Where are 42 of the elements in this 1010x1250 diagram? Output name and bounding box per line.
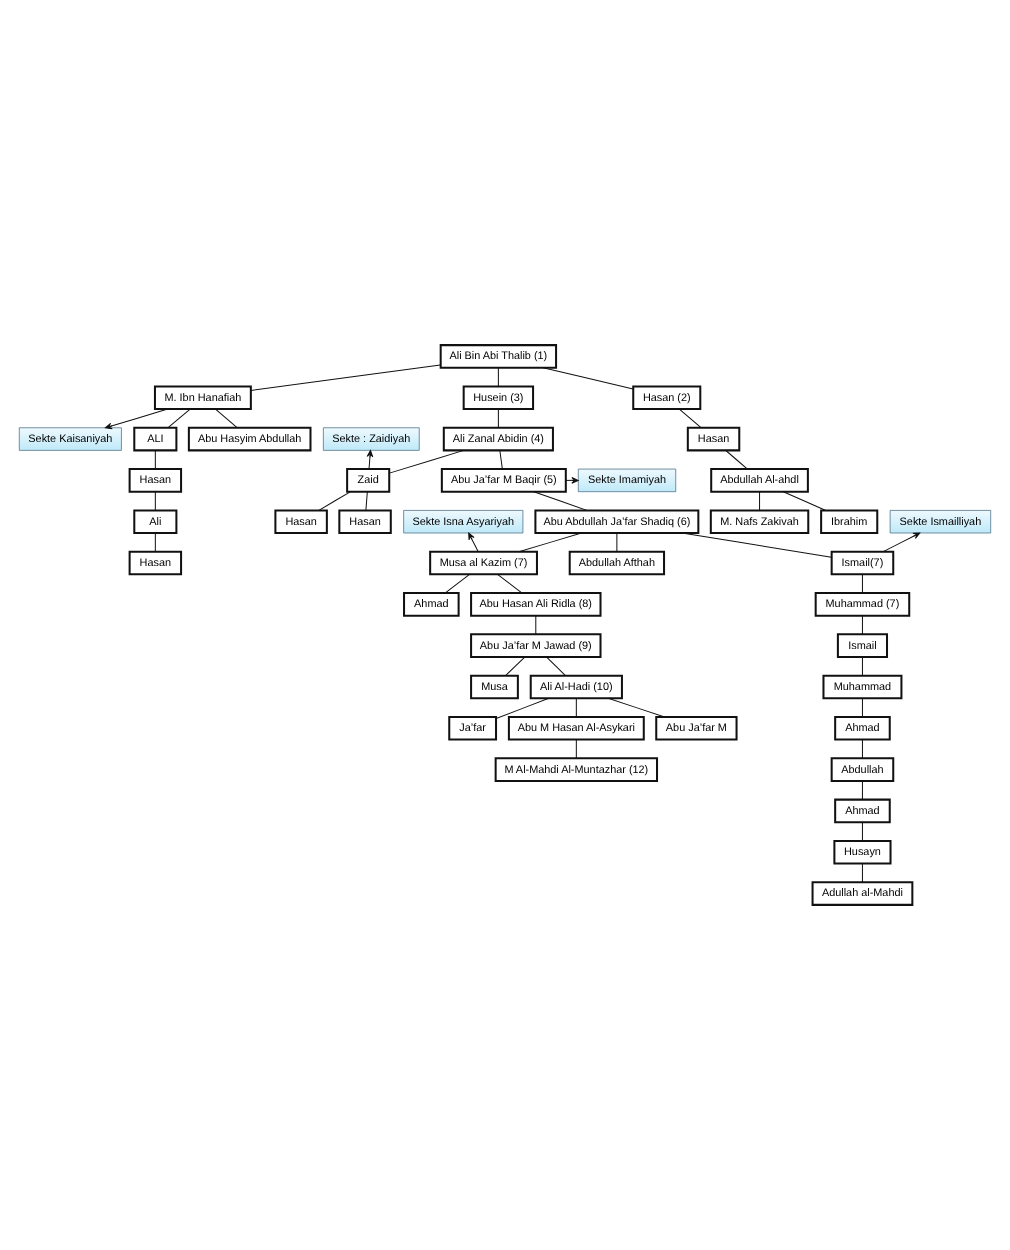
connector (497, 408, 499, 429)
connector (154, 450, 156, 470)
connector (725, 450, 748, 470)
connector (497, 367, 499, 387)
connector (154, 532, 156, 553)
connector (861, 573, 863, 594)
connector (167, 408, 191, 429)
connector (154, 491, 156, 511)
connector (497, 573, 523, 594)
connector (861, 863, 863, 883)
connector (575, 697, 577, 718)
connector (861, 615, 863, 635)
connector (861, 821, 863, 842)
connector (318, 491, 351, 511)
connector (681, 532, 832, 558)
connector (499, 450, 503, 470)
connector (505, 656, 526, 677)
connector (575, 739, 577, 759)
connector (365, 491, 368, 511)
connector (782, 491, 826, 511)
connector (861, 656, 863, 677)
connector (250, 364, 441, 391)
connector (542, 367, 634, 390)
arrow (468, 532, 479, 553)
connector (861, 739, 863, 759)
connector (546, 656, 566, 677)
arrow (882, 532, 921, 553)
connector (678, 408, 702, 429)
arrow (366, 450, 374, 470)
connector (616, 532, 618, 553)
connector (214, 408, 238, 429)
connector (607, 697, 666, 718)
connector (444, 573, 471, 594)
connector (533, 491, 588, 511)
connector (861, 697, 863, 718)
connector (518, 532, 582, 553)
connector (495, 697, 550, 720)
connector (388, 449, 465, 474)
connector (535, 615, 537, 635)
connector (759, 491, 761, 511)
connector (861, 780, 863, 800)
arrow (104, 408, 169, 430)
